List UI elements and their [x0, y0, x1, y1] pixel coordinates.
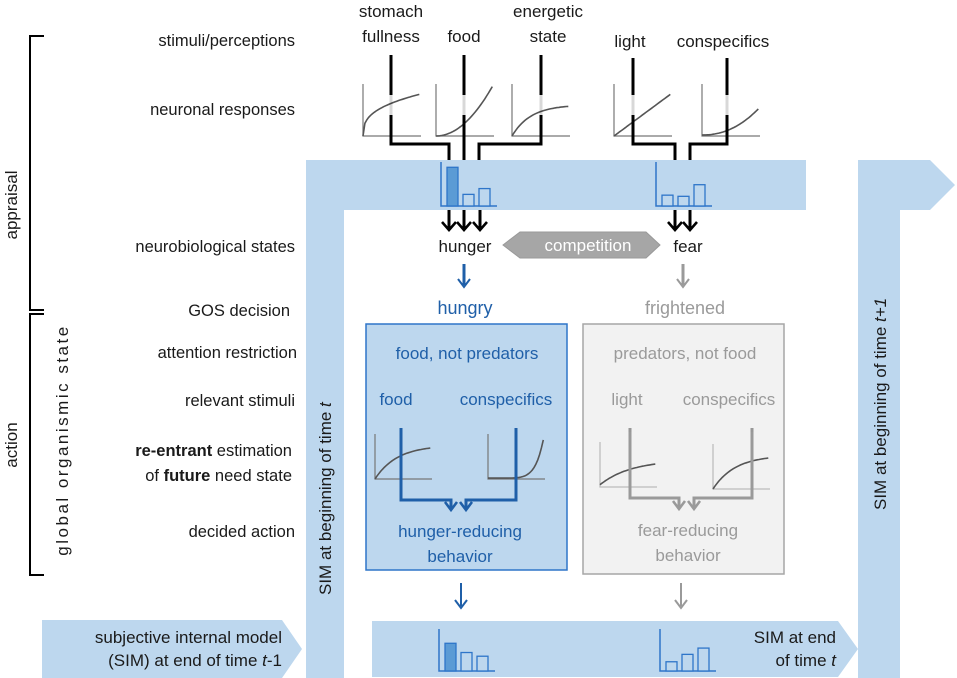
gos-frightened: frightened	[645, 298, 725, 318]
row-stimuli: stimuli/perceptions	[158, 32, 295, 50]
stimulus-label-stomach-1: stomach	[359, 2, 423, 21]
appraisal-bracket	[29, 35, 44, 311]
sim-band-begin-t1	[858, 160, 955, 678]
fear-attention: predators, not food	[614, 344, 757, 363]
row-future: of future need state	[145, 467, 292, 485]
stimulus-label-stomach-2: fullness	[362, 27, 420, 46]
fear-action-2: behavior	[655, 546, 721, 565]
bar-0	[661, 194, 674, 207]
action-label: action	[2, 422, 21, 467]
hunger-decision-arrow	[457, 264, 471, 289]
hunger-action-2: behavior	[427, 547, 493, 566]
sim-end-t-label-1: SIM at end	[754, 628, 836, 647]
row-neurobiological: neurobiological states	[135, 238, 295, 256]
sim-begin-t-label: SIM at beginning of time t	[316, 401, 335, 595]
sim-end-prev-label-1: subjective internal model	[95, 628, 282, 647]
appraisal-arrows	[441, 210, 698, 232]
sim-begin-t1-label: SIM at beginning of time t+1	[871, 298, 890, 510]
hunger-action-1: hunger-reducing	[398, 522, 522, 541]
fear-to-sim-arrow	[674, 583, 688, 610]
bar-0	[446, 166, 459, 207]
hunger-food-plot	[374, 434, 432, 480]
row-decided: decided action	[189, 523, 295, 541]
row-neuronal: neuronal responses	[150, 101, 295, 119]
bar-axis	[440, 162, 497, 207]
bar-0	[665, 661, 678, 672]
fear-stim-right: conspecifics	[683, 390, 776, 409]
hunger-to-sim-arrow	[454, 583, 468, 610]
stimulus-label-energetic-2: state	[530, 27, 567, 46]
hunger-box-connectors	[399, 428, 518, 513]
response-plot-2	[511, 84, 570, 137]
response-plot-0	[362, 84, 421, 137]
svg-text:competition: competition	[545, 236, 632, 255]
gos-hungry: hungry	[437, 298, 492, 318]
appraisal-label: appraisal	[2, 171, 21, 240]
bar-0	[444, 642, 457, 672]
fear-action-1: fear-reducing	[638, 521, 738, 540]
stimulus-label-conspecifics: conspecifics	[677, 32, 770, 51]
row-relevant: relevant stimuli	[185, 392, 295, 410]
stimulus-connectors	[389, 55, 729, 160]
response-plot-4	[701, 84, 760, 137]
fear-light-plot	[599, 442, 657, 488]
sim-band-begin-t	[306, 160, 806, 678]
bar-1	[460, 651, 473, 672]
fear-box-connectors	[628, 432, 754, 512]
bar-axis	[438, 629, 495, 672]
bar-axis	[655, 162, 712, 207]
fear-end-bars	[659, 629, 716, 672]
fear-appraisal-bars	[655, 162, 712, 207]
sim-end-t-arrow	[372, 621, 858, 677]
hunger-stim-left: food	[379, 390, 412, 409]
bar-1	[462, 193, 475, 207]
bar-1	[681, 653, 694, 672]
hunger-appraisal-bars	[440, 162, 497, 207]
stimulus-label-light: light	[614, 32, 645, 51]
row-gos: GOS decision	[188, 302, 290, 320]
state-fear: fear	[673, 237, 703, 256]
sim-end-t-label-2: of time t	[776, 651, 838, 670]
row-reentrant: re-entrant estimation	[135, 442, 292, 460]
fear-stim-left: light	[611, 390, 642, 409]
bar-2	[697, 647, 710, 672]
stimulus-label-food: food	[447, 27, 480, 46]
row-attention: attention restriction	[158, 344, 297, 362]
bar-2	[476, 655, 489, 672]
stimulus-label-energetic-1: energetic	[513, 2, 583, 21]
action-bracket	[29, 313, 44, 576]
bar-axis	[659, 629, 716, 672]
fear-decision-arrow	[676, 264, 690, 289]
competition-arrow: competition	[502, 231, 661, 259]
gos-full-label: global organismic state	[53, 324, 72, 555]
bar-2	[478, 187, 491, 207]
state-hunger: hunger	[439, 237, 492, 256]
bar-1	[677, 195, 690, 207]
hunger-action-box: food, not predators food conspecifics hu…	[365, 323, 568, 571]
fear-action-box: predators, not food light conspecifics f…	[582, 323, 785, 575]
hunger-end-bars	[438, 629, 495, 672]
hunger-attention: food, not predators	[396, 344, 539, 363]
bar-2	[693, 184, 706, 207]
response-plot-3	[613, 84, 672, 137]
sim-end-prev-arrow	[42, 620, 302, 678]
hunger-stim-right: conspecifics	[460, 390, 553, 409]
sim-end-prev-label-2: (SIM) at end of time t-1	[108, 651, 282, 670]
